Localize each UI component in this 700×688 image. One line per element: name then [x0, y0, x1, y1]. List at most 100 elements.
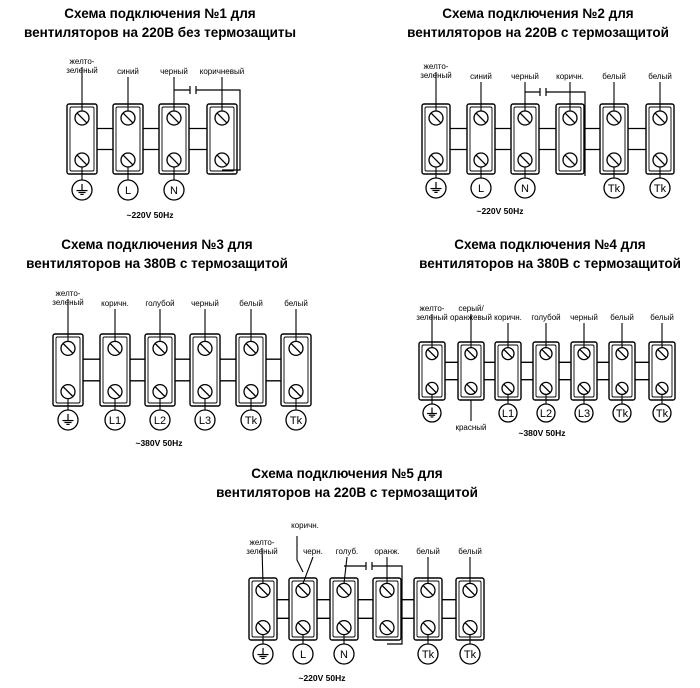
- wire-label: коричн.: [291, 521, 319, 530]
- screw-slot: [427, 383, 437, 394]
- wire-label: коричн.: [101, 299, 129, 308]
- screw-slot: [245, 343, 257, 354]
- screw-slot: [519, 112, 531, 124]
- screw-slot: [109, 343, 121, 354]
- terminal-label: Tk: [245, 415, 258, 427]
- terminal-label: Tk: [616, 408, 629, 420]
- screw-slot: [475, 154, 487, 166]
- text-labels: Схема подключения №1 для вентиляторов на …: [24, 6, 681, 683]
- terminal-label: Tk: [608, 183, 621, 195]
- screw-slot: [122, 112, 134, 124]
- screw-slot: [657, 383, 667, 394]
- screw-slot: [422, 585, 434, 596]
- screw-slot: [564, 154, 576, 166]
- wire-label: желто-: [70, 57, 95, 66]
- voltage-label: ~220V 50Hz: [126, 210, 173, 220]
- wire-label: зеленый: [420, 71, 452, 80]
- screw-slot: [541, 348, 551, 359]
- screw-slot: [76, 112, 88, 124]
- screw-slot: [199, 343, 211, 354]
- screw-slot: [519, 154, 531, 166]
- screw-slot: [579, 383, 589, 394]
- screw-slot: [245, 386, 257, 397]
- terminal-circle: [292, 643, 314, 665]
- terminal-label: Tk: [656, 408, 669, 420]
- terminal-circle: [163, 179, 185, 201]
- screw-slot: [216, 112, 228, 124]
- screw-slot: [154, 386, 166, 397]
- screw-slot: [290, 386, 302, 397]
- wire-label: зеленый: [246, 547, 278, 556]
- screw-slot: [168, 154, 180, 166]
- terminal-circle: [603, 177, 625, 199]
- terminal-label: Tk: [464, 649, 477, 661]
- terminal-circle: [574, 403, 594, 423]
- screw-slot: [464, 622, 476, 633]
- screw-slot: [541, 383, 551, 394]
- screw-slot: [475, 112, 487, 124]
- wire-label: белый: [602, 72, 626, 81]
- terminal-label: L2: [154, 415, 166, 427]
- wire-label: коричн.: [494, 313, 522, 322]
- screw-slot: [422, 622, 434, 633]
- wire-label: желто-: [250, 538, 275, 547]
- terminal-circle: [117, 179, 139, 201]
- screw-slot: [199, 386, 211, 397]
- terminal-label: L3: [199, 415, 211, 427]
- screw-slot: [297, 622, 309, 633]
- jumper-wire: [525, 91, 586, 176]
- screw-slot: [657, 348, 667, 359]
- wire-label: белый: [648, 72, 672, 81]
- screw-slot: [290, 343, 302, 354]
- screw-slot: [168, 112, 180, 124]
- wire-label: голубой: [531, 313, 560, 322]
- terminal-label: L2: [540, 408, 552, 420]
- wire-label: белый: [284, 299, 308, 308]
- terminal-label: L: [125, 185, 131, 197]
- diagram-title: Схема подключения №5 для: [251, 466, 442, 481]
- wire-label: серый/: [458, 304, 484, 313]
- screw-slot: [216, 154, 228, 166]
- screw-slot: [338, 622, 350, 633]
- screw-slot: [338, 585, 350, 596]
- wire-line: [261, 547, 264, 584]
- wire-label: коричн.: [556, 72, 584, 81]
- wiring-lines: [52, 67, 676, 665]
- voltage-label: ~220V 50Hz: [476, 206, 523, 216]
- wire-label: зеленый: [66, 66, 98, 75]
- wire-label: желто-: [56, 289, 81, 298]
- screw-slot: [381, 585, 393, 596]
- wire-label: белый: [458, 547, 482, 556]
- wire-label: желто-: [420, 304, 445, 313]
- wire-label: зеленый: [52, 298, 84, 307]
- screw-slot: [654, 112, 666, 124]
- screw-slot: [381, 622, 393, 633]
- wire-label: черный: [191, 299, 219, 308]
- terminal-circle: [498, 403, 518, 423]
- terminal-label: Tk: [422, 649, 435, 661]
- terminal-strip-bridge: [82, 127, 222, 151]
- voltage-label: ~220V 50Hz: [298, 673, 345, 683]
- wire-label: голуб.: [336, 547, 359, 556]
- diagram-title: Схема подключения №1 для: [64, 6, 255, 21]
- wire-label: черный: [570, 313, 598, 322]
- screw-slot: [430, 154, 442, 166]
- screw-slot: [62, 386, 74, 397]
- jumper-wire: [344, 565, 403, 645]
- terminal-circle: [149, 409, 171, 431]
- wire-label: белый: [416, 547, 440, 556]
- screw-slot: [430, 112, 442, 124]
- terminal-circle: [459, 643, 481, 665]
- screw-slot: [297, 585, 309, 596]
- diagram-title: Схема подключения №2 для: [442, 6, 633, 21]
- screw-slot: [466, 383, 476, 394]
- screw-slot: [564, 112, 576, 124]
- wire-label: белый: [239, 299, 263, 308]
- screw-slot: [466, 348, 476, 359]
- screw-slot: [154, 343, 166, 354]
- terminal-label: L1: [502, 408, 514, 420]
- diagram-title: вентиляторов на 220В с термозащитой: [407, 25, 669, 40]
- screw-slot: [76, 154, 88, 166]
- diagram-title: вентиляторов на 380В с термозащитой: [419, 256, 681, 271]
